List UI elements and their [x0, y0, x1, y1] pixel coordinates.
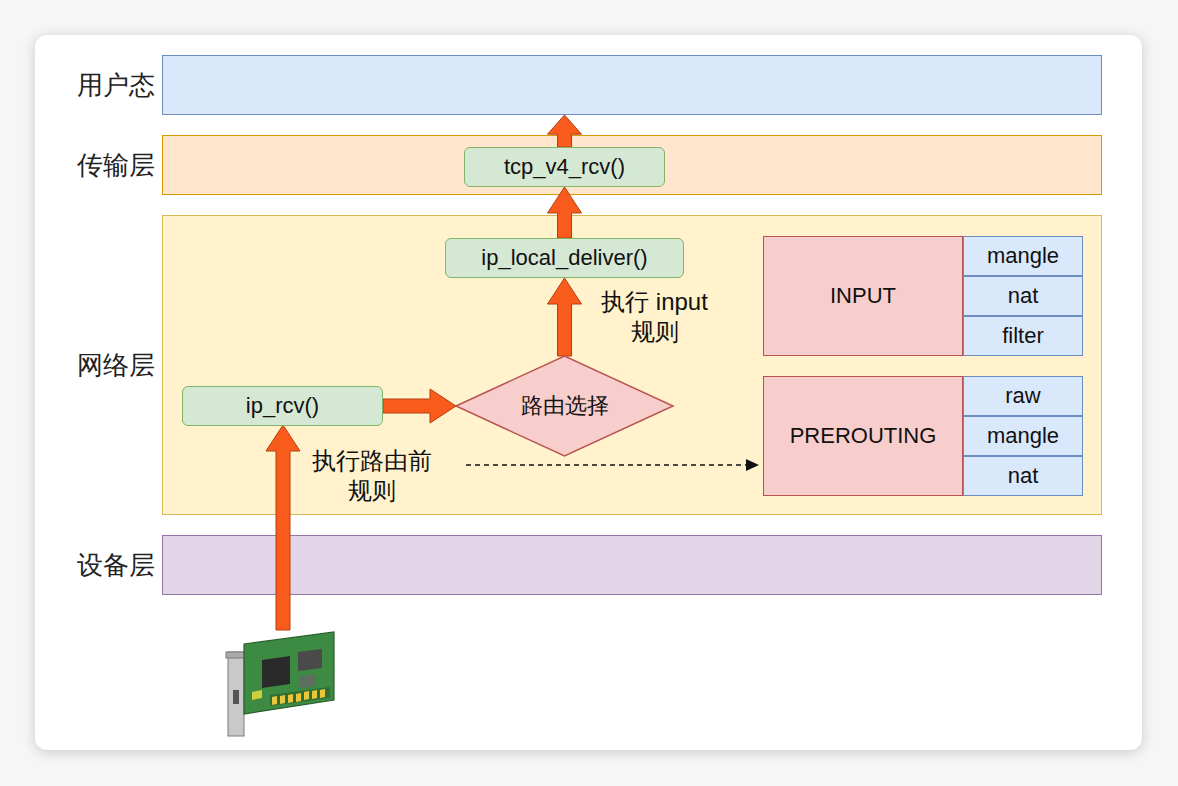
- chain-box: INPUT: [763, 236, 963, 356]
- node-text: ip_local_deliver(): [481, 245, 647, 271]
- node-text: mangle: [987, 243, 1059, 269]
- dashed-leader: [466, 464, 748, 466]
- table-cell: nat: [963, 276, 1083, 316]
- function-box: ip_rcv(): [182, 386, 383, 426]
- node-text: tcp_v4_rcv(): [504, 154, 625, 180]
- node-text: PREROUTING: [790, 423, 937, 449]
- node-text: ip_rcv(): [246, 393, 319, 419]
- table-cell: mangle: [963, 236, 1083, 276]
- node-text: nat: [1008, 283, 1039, 309]
- edge-label: 执行 input 规则: [595, 287, 715, 347]
- node-text: 路由选择: [521, 393, 609, 419]
- flow-arrow: [548, 115, 582, 147]
- flow-arrow: [383, 389, 456, 423]
- table-cell: filter: [963, 316, 1083, 356]
- transport-layer-band: 传输层tcp_v4_rcv(): [162, 135, 1102, 195]
- device-layer-band: 设备层: [162, 535, 1102, 595]
- table-cell: raw: [963, 376, 1083, 416]
- node-text: INPUT: [830, 283, 896, 309]
- layer-heading: 传输层: [77, 148, 155, 183]
- layer-heading: 用户态: [77, 68, 155, 103]
- table-cell: mangle: [963, 416, 1083, 456]
- user-space-band: 用户态: [162, 55, 1102, 115]
- receive-arrow: [266, 425, 300, 630]
- network-layer-band: 网络层ip_local_deliver()INPUTmanglenatfilte…: [162, 215, 1102, 515]
- network-card-illustration: [226, 632, 334, 736]
- layer-heading: 设备层: [77, 548, 155, 583]
- decision-diamond: 路由选择: [456, 356, 673, 456]
- node-text: nat: [1008, 463, 1039, 489]
- flow-arrow: [548, 278, 582, 356]
- function-box: ip_local_deliver(): [445, 238, 684, 278]
- function-box: tcp_v4_rcv(): [464, 147, 665, 187]
- node-text: filter: [1002, 323, 1044, 349]
- node-text: raw: [1005, 383, 1040, 409]
- layer-heading: 网络层: [77, 348, 155, 383]
- note-label: 执行路由前 规则: [307, 446, 437, 506]
- node-text: mangle: [987, 423, 1059, 449]
- dashed-leader-head: [746, 459, 759, 471]
- chain-box: PREROUTING: [763, 376, 963, 496]
- table-cell: nat: [963, 456, 1083, 496]
- flow-arrow: [548, 187, 582, 238]
